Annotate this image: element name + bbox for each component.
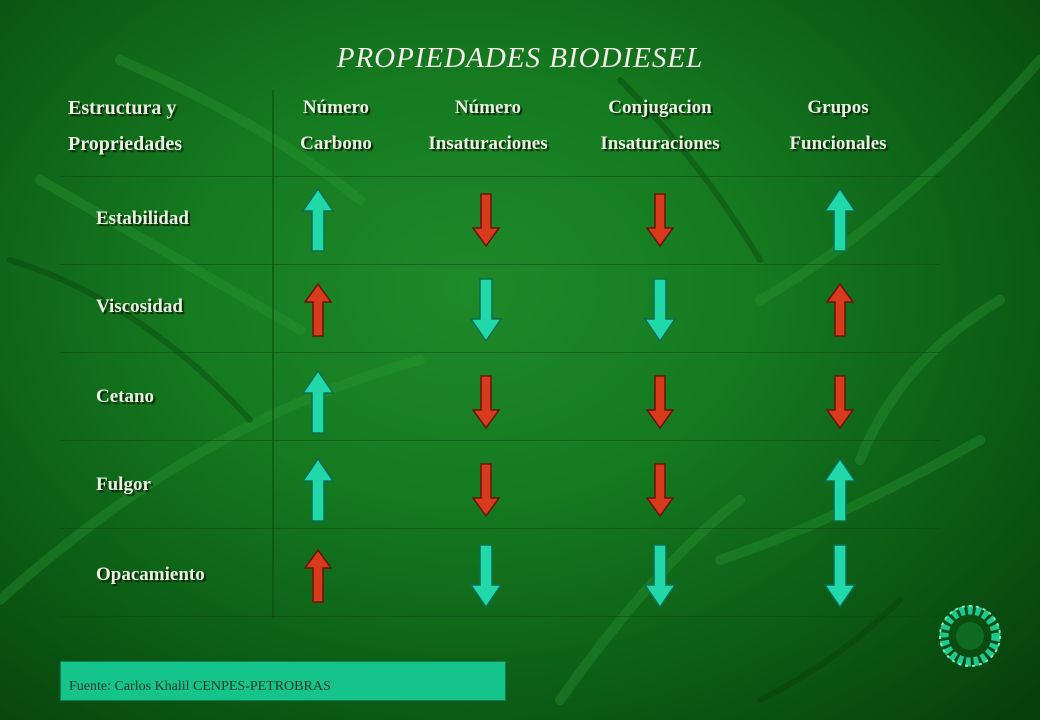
arrow-up-icon bbox=[823, 457, 857, 522]
header-structure-properties: Estructura y Propriedades bbox=[68, 90, 182, 162]
arrow-down-icon bbox=[471, 463, 501, 518]
column-header-line2: Carbono bbox=[300, 133, 372, 154]
row-label-cetane: Cetano bbox=[96, 386, 155, 407]
row-label-viscosity: Viscosidad bbox=[96, 296, 183, 317]
row-label-flash-point: Fulgor bbox=[96, 474, 151, 495]
column-header-unsaturation-number: Número Insaturaciones bbox=[410, 90, 566, 162]
grid-vertical-line bbox=[272, 90, 274, 618]
row-label-stability: Estabilidad bbox=[96, 208, 189, 229]
page-title: PROPIEDADES BIODIESEL bbox=[336, 42, 704, 74]
arrow-down-icon bbox=[469, 278, 503, 343]
header-properties-label: Propriedades bbox=[68, 133, 183, 155]
arrow-up-icon bbox=[301, 369, 335, 434]
grid-row-line bbox=[60, 176, 940, 177]
column-header-line1: Grupos bbox=[807, 97, 869, 118]
grid-row-line bbox=[60, 352, 940, 353]
arrow-down-icon bbox=[643, 278, 677, 343]
source-box: Fuente: Carlos Khalil CENPES-PETROBRAS bbox=[60, 661, 506, 701]
arrow-down-icon bbox=[643, 544, 677, 609]
arrow-up-icon bbox=[825, 282, 855, 337]
row-label-clouding: Opacamiento bbox=[96, 564, 205, 585]
column-header-line2: Insaturaciones bbox=[428, 133, 548, 154]
column-header-line2: Funcionales bbox=[789, 133, 887, 154]
arrow-up-icon bbox=[301, 457, 335, 522]
arrow-down-icon bbox=[645, 463, 675, 518]
arrow-down-icon bbox=[645, 193, 675, 248]
grid-row-line bbox=[60, 616, 940, 617]
arrow-down-icon bbox=[471, 193, 501, 248]
column-header-line2: Insaturaciones bbox=[600, 133, 720, 154]
arrow-down-icon bbox=[825, 375, 855, 430]
column-header-line1: Número bbox=[454, 97, 522, 118]
recycle-ring-icon bbox=[939, 605, 1001, 667]
column-header-functional-groups: Grupos Funcionales bbox=[770, 90, 906, 162]
arrow-down-icon bbox=[471, 375, 501, 430]
arrow-down-icon bbox=[469, 544, 503, 609]
arrow-up-icon bbox=[301, 187, 335, 252]
column-header-line1: Conjugacion bbox=[608, 97, 712, 118]
grid-row-line bbox=[60, 440, 940, 441]
column-header-line1: Número bbox=[302, 97, 370, 118]
arrow-up-icon bbox=[823, 187, 857, 252]
arrow-up-icon bbox=[303, 548, 333, 603]
arrow-up-icon bbox=[303, 282, 333, 337]
header-structure-label: Estructura y bbox=[68, 97, 177, 119]
grid-row-line bbox=[60, 528, 940, 529]
arrow-down-icon bbox=[645, 375, 675, 430]
grid-row-line bbox=[60, 264, 940, 265]
arrow-down-icon bbox=[823, 544, 857, 609]
column-header-unsaturation-conjugation: Conjugacion Insaturaciones bbox=[580, 90, 740, 162]
source-text: Fuente: Carlos Khalil CENPES-PETROBRAS bbox=[69, 679, 331, 694]
column-header-carbon-number: Número Carbono bbox=[274, 90, 398, 162]
